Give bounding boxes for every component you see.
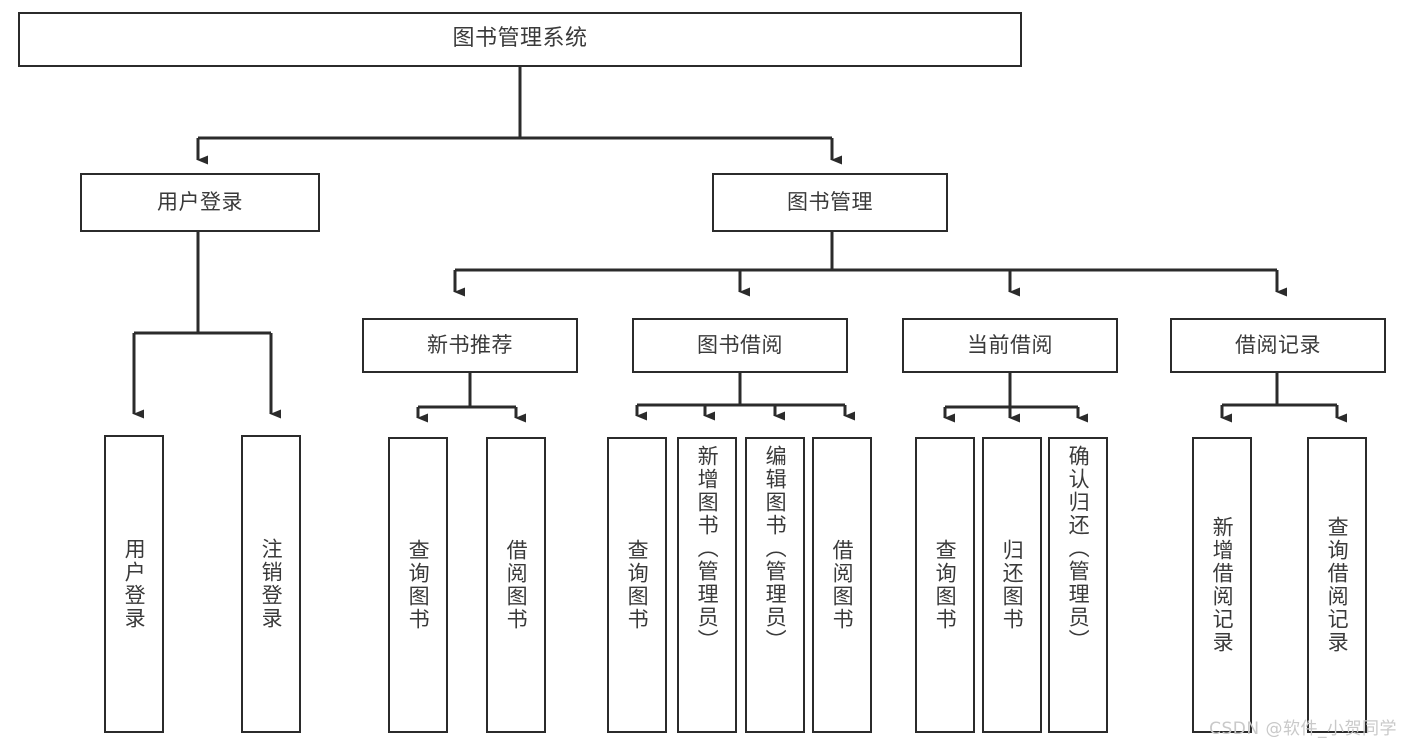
node-book-borrow[interactable]: 图书借阅 [632,318,848,373]
node-current-borrow-label: 当前借阅 [967,332,1053,357]
node-leaf-add-book[interactable]: 新增图书（管理员） [677,437,737,733]
node-leaf-edit-book-label: 编辑图书（管理员） [763,445,788,652]
node-book-manage[interactable]: 图书管理 [712,173,948,232]
node-book-manage-label: 图书管理 [787,189,873,214]
node-leaf-query-book-1[interactable]: 查询图书 [388,437,448,733]
node-leaf-query-book-2-label: 查询图书 [625,539,650,631]
node-leaf-user-login-label: 用户登录 [122,538,147,630]
node-leaf-user-logout-label: 注销登录 [259,538,284,630]
node-user-login-label: 用户登录 [157,189,243,214]
node-current-borrow[interactable]: 当前借阅 [902,318,1118,373]
node-leaf-confirm-return-label: 确认归还（管理员） [1066,445,1091,652]
node-new-book-recommend[interactable]: 新书推荐 [362,318,578,373]
node-root[interactable]: 图书管理系统 [18,12,1022,67]
node-book-borrow-label: 图书借阅 [697,332,783,357]
node-leaf-edit-book[interactable]: 编辑图书（管理员） [745,437,805,733]
node-leaf-add-record-label: 新增借阅记录 [1210,516,1235,654]
node-leaf-borrow-book-1[interactable]: 借阅图书 [486,437,546,733]
node-leaf-add-record[interactable]: 新增借阅记录 [1192,437,1252,733]
node-leaf-query-book-1-label: 查询图书 [406,539,431,631]
node-leaf-query-book-3-label: 查询图书 [933,539,958,631]
node-leaf-query-book-3[interactable]: 查询图书 [915,437,975,733]
node-leaf-return-book-label: 归还图书 [1000,539,1025,631]
node-root-label: 图书管理系统 [452,26,588,52]
node-leaf-borrow-book-2[interactable]: 借阅图书 [812,437,872,733]
node-borrow-record[interactable]: 借阅记录 [1170,318,1386,373]
node-leaf-user-logout[interactable]: 注销登录 [241,435,301,733]
node-leaf-query-record-label: 查询借阅记录 [1325,516,1350,654]
node-leaf-user-login[interactable]: 用户登录 [104,435,164,733]
node-borrow-record-label: 借阅记录 [1235,332,1321,357]
node-leaf-query-record[interactable]: 查询借阅记录 [1307,437,1367,733]
node-leaf-add-book-label: 新增图书（管理员） [695,445,720,652]
node-leaf-borrow-book-1-label: 借阅图书 [504,539,529,631]
node-new-book-recommend-label: 新书推荐 [427,332,513,357]
node-user-login[interactable]: 用户登录 [80,173,320,232]
node-leaf-return-book[interactable]: 归还图书 [982,437,1042,733]
node-leaf-query-book-2[interactable]: 查询图书 [607,437,667,733]
node-leaf-confirm-return[interactable]: 确认归还（管理员） [1048,437,1108,733]
node-leaf-borrow-book-2-label: 借阅图书 [830,539,855,631]
